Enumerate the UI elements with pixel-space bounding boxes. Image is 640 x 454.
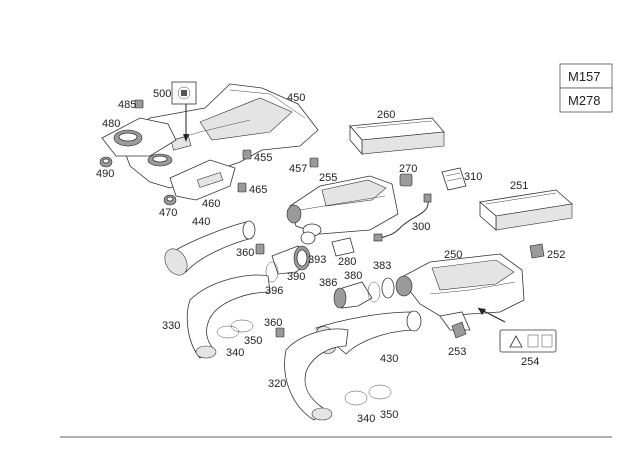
hose-clamp-380: [367, 281, 381, 303]
callout-440: 440: [192, 216, 210, 228]
callout-254: 254: [521, 356, 539, 368]
callout-485: 485: [118, 99, 136, 111]
housing-arrow: [477, 307, 506, 323]
hose-clamp-340-lower: [344, 390, 368, 406]
bracket-253: [451, 321, 467, 339]
callout-310: 310: [464, 171, 482, 183]
air-filter-251: [479, 189, 573, 231]
intake-duct-440: [164, 220, 256, 276]
warning-label-254: [499, 329, 557, 353]
callout-251: 251: [510, 180, 528, 192]
hose-clamp-350-left: [230, 319, 254, 333]
air-filter-housing-255: [286, 175, 399, 237]
bracket-280: [331, 237, 355, 257]
callout-460: 460: [202, 198, 220, 210]
air-mass-sensor-390: [271, 245, 311, 275]
callout-430: 430: [380, 353, 398, 365]
callout-457: 457: [289, 163, 307, 175]
hose-clamp-350-lower: [368, 384, 392, 400]
callout-393: 393: [308, 254, 326, 266]
seal-ring-393: [300, 231, 316, 245]
grommet-470: [163, 194, 177, 206]
warning-label: [171, 81, 197, 142]
callout-480: 480: [102, 118, 120, 130]
sensor-270: [399, 173, 413, 187]
callout-253: 253: [448, 346, 466, 358]
callout-390: 390: [287, 271, 305, 283]
callout-330: 330: [162, 320, 180, 332]
engine-code-box: M157 M278: [559, 63, 613, 113]
callout-380: 380: [344, 270, 362, 282]
lower-cover: [169, 159, 236, 201]
clip-455: [242, 149, 252, 160]
callout-360-lower: 360: [264, 317, 282, 329]
bracket-310: [441, 167, 467, 191]
callout-252: 252: [547, 249, 565, 261]
engine-code-m278: M278: [568, 93, 601, 108]
callout-465: 465: [249, 184, 267, 196]
clip-485: [134, 99, 144, 109]
callout-340-lower: 340: [357, 413, 375, 425]
callout-350-left: 350: [244, 335, 262, 347]
clip-465: [237, 182, 247, 193]
callout-255: 255: [319, 172, 337, 184]
callout-labels: 485 500 450 480 455 490 457 465 460 470 …: [96, 88, 565, 425]
intake-pipe-330: [186, 274, 271, 359]
callout-360-upper: 360: [236, 247, 254, 259]
callout-340-left: 340: [226, 347, 244, 359]
callout-260: 260: [377, 109, 395, 121]
callout-300: 300: [412, 221, 430, 233]
callout-470: 470: [159, 207, 177, 219]
callout-490: 490: [96, 168, 114, 180]
callout-455: 455: [254, 152, 272, 164]
side-cover: [101, 117, 177, 157]
callout-250: 250: [444, 249, 462, 261]
grommet-490: [99, 156, 113, 168]
hose-clamp-396: [265, 261, 279, 283]
air-filter-housing-250: [395, 253, 525, 331]
air-filter-260: [349, 117, 445, 156]
callout-396: 396: [265, 285, 283, 297]
callout-350-lower: 350: [380, 409, 398, 421]
callout-270: 270: [399, 163, 417, 175]
callout-280: 280: [338, 256, 356, 268]
connector-383: [381, 277, 395, 299]
fitting-360-upper: [255, 243, 265, 255]
air-mass-sensor-386: [333, 281, 373, 309]
intake-pipe-320: [284, 328, 349, 421]
engine-code-m157: M157: [568, 69, 601, 84]
callout-386: 386: [319, 277, 337, 289]
callout-450: 450: [287, 92, 305, 104]
clip-252: [529, 243, 545, 259]
cable-300: [373, 193, 432, 242]
callout-320: 320: [268, 378, 286, 390]
callout-500: 500: [153, 88, 171, 100]
hose-clamp-340-left: [216, 325, 240, 339]
fitting-360-lower: [275, 327, 285, 338]
callout-383: 383: [373, 260, 391, 272]
clip-457: [309, 157, 319, 168]
